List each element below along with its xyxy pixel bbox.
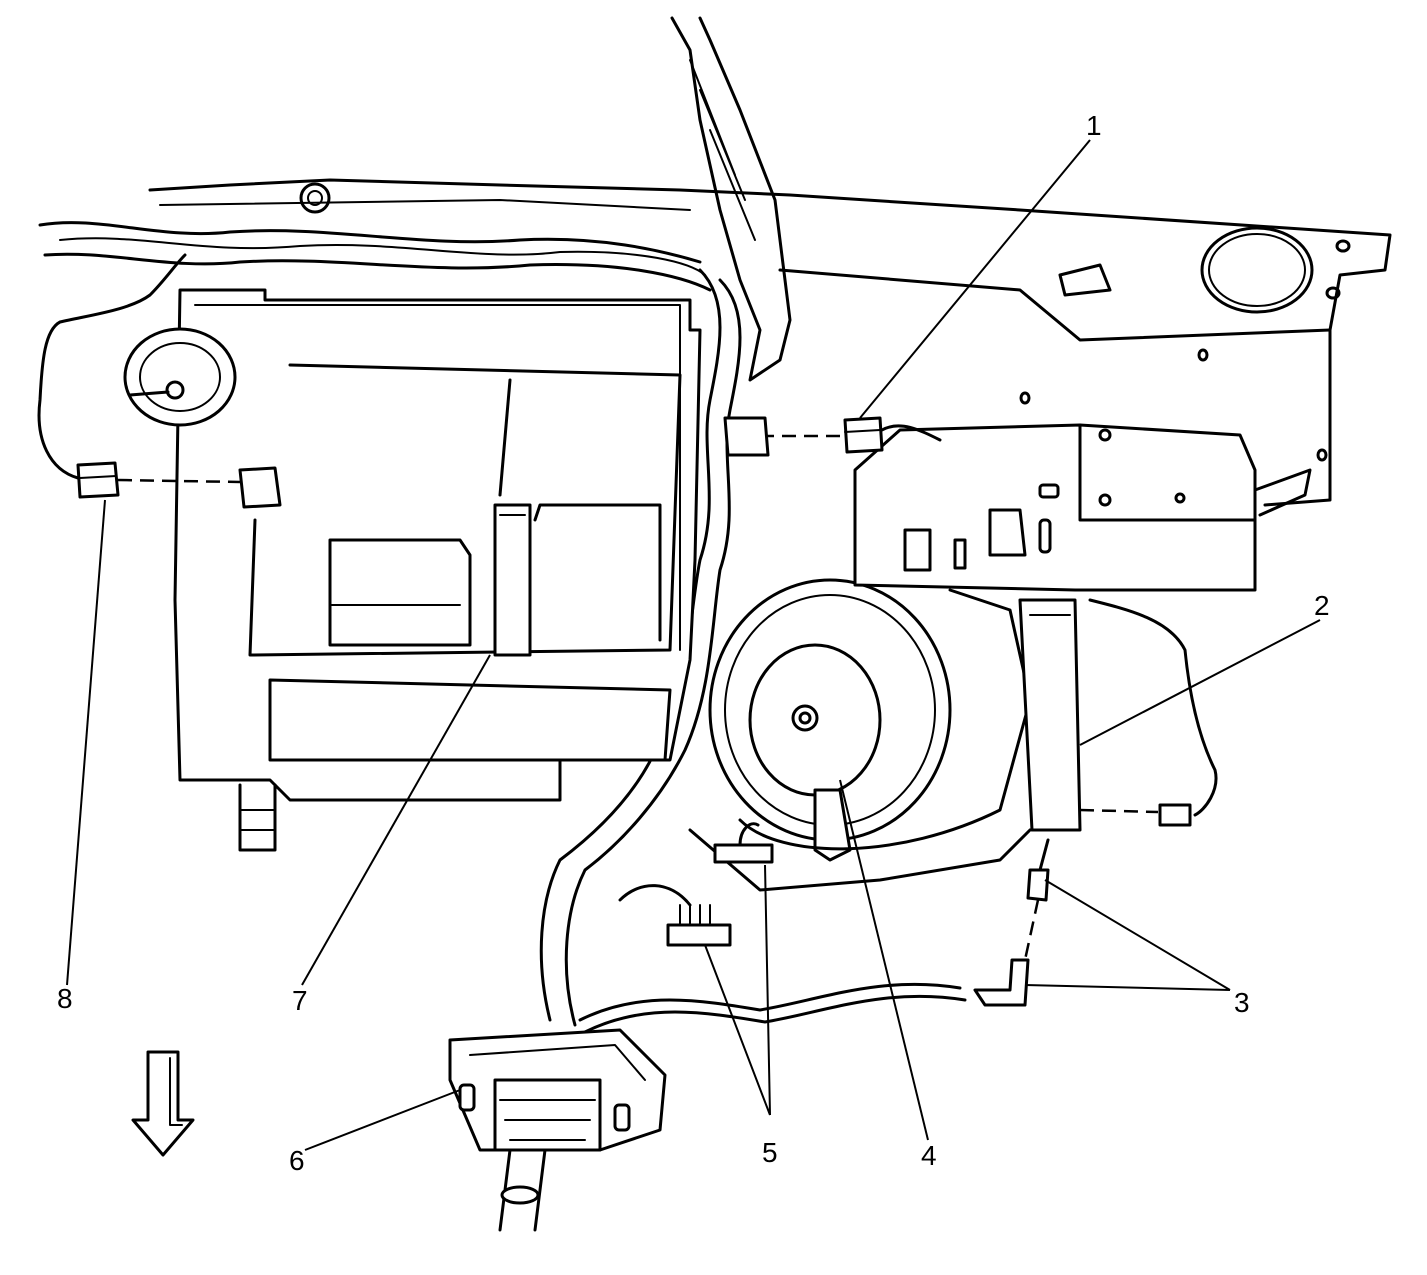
callout-8: 8 [57, 983, 73, 1014]
callout-4: 4 [921, 1140, 937, 1171]
callout-2: 2 [1314, 590, 1330, 621]
down-arrow-icon [131, 1050, 195, 1157]
upper-harness [38, 221, 742, 1027]
callout-1: 1 [1086, 110, 1102, 141]
leader-7 [301, 654, 491, 986]
leader-8 [66, 499, 106, 986]
hvac-module [123, 288, 702, 852]
leader-5 [704, 864, 771, 1116]
callout-7: 7 [292, 985, 308, 1016]
leader-6 [304, 1089, 461, 1151]
callout-6: 6 [289, 1145, 305, 1176]
right-bracket [853, 423, 1312, 592]
blower-motor [688, 578, 1032, 892]
bulkhead-grommet [448, 1028, 667, 1232]
blower-resistor [1018, 598, 1218, 832]
callout-3: 3 [1234, 987, 1250, 1018]
leader-1 [859, 139, 1091, 419]
callout-5: 5 [762, 1137, 778, 1168]
connectors-5 [618, 822, 774, 947]
connector-1 [723, 416, 942, 457]
connector-3 [578, 838, 1050, 1034]
leader-2 [1079, 619, 1321, 746]
connector-8 [37, 253, 282, 509]
leader-3 [1024, 879, 1231, 991]
leader-lines [66, 139, 1321, 1151]
dash-panel [148, 178, 1392, 507]
leader-4 [839, 779, 929, 1141]
pillar-brace [670, 16, 792, 382]
